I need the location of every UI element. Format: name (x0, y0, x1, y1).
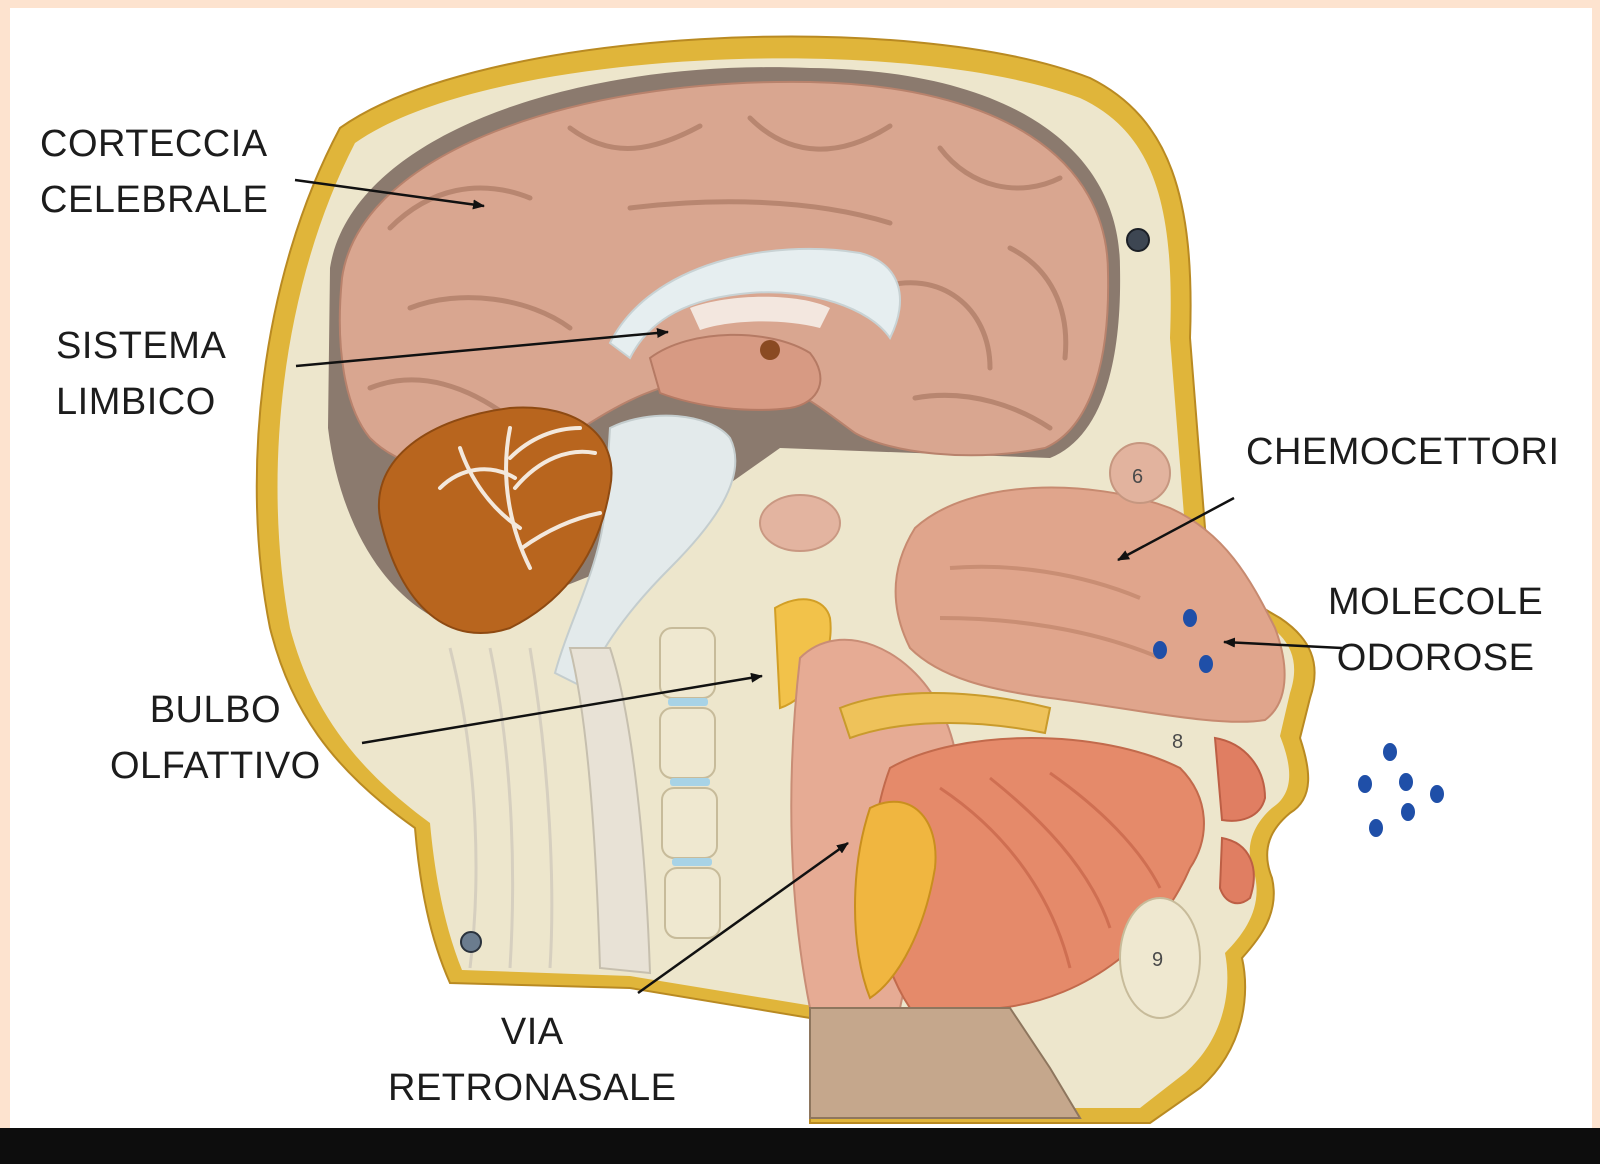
molecule-dot (1383, 743, 1397, 761)
label-molecules-line2: ODOROSE (1328, 630, 1543, 686)
label-retronasal: VIA RETRONASALE (388, 1004, 676, 1116)
label-cortex: CORTECCIA CELEBRALE (40, 116, 268, 228)
label-cortex-line2: CELEBRALE (40, 172, 268, 228)
thalamus (650, 335, 820, 410)
molecule-dot (1358, 775, 1372, 793)
model-number-9: 9 (1152, 949, 1163, 971)
label-retronasal-line2: RETRONASALE (388, 1060, 676, 1116)
molecule-dot (1153, 641, 1167, 659)
molecule-dot (1430, 785, 1444, 803)
diagram-canvas: 6 8 9 CORTECCIA CELEBRALE (10, 8, 1592, 1154)
label-retronasal-line1: VIA (388, 1004, 676, 1060)
molecules-outside-face (1358, 743, 1444, 837)
label-bulb-line1: BULBO (110, 682, 321, 738)
label-bulb: BULBO OLFATTIVO (110, 682, 321, 794)
molecule-dot (1199, 655, 1213, 673)
label-molecules-line1: MOLECOLE (1328, 574, 1543, 630)
label-limbic: SISTEMA LIMBICO (56, 318, 226, 430)
interthalamic-dot (760, 340, 780, 360)
label-chemoreceptors: CHEMOCETTORI (1246, 424, 1560, 480)
bottom-bar (0, 1128, 1600, 1164)
molecule-dot (1401, 803, 1415, 821)
label-molecules: MOLECOLE ODOROSE (1328, 574, 1543, 686)
label-bulb-line2: OLFATTIVO (110, 738, 321, 794)
label-chemoreceptors-line1: CHEMOCETTORI (1246, 424, 1560, 480)
label-limbic-line1: SISTEMA (56, 318, 226, 374)
label-limbic-line2: LIMBICO (56, 374, 226, 430)
model-pin (1127, 229, 1149, 251)
model-number-6: 6 (1132, 466, 1143, 488)
molecule-dot (1183, 609, 1197, 627)
model-pin (461, 932, 481, 952)
model-number-8: 8 (1172, 731, 1183, 753)
sinus (760, 495, 840, 551)
molecule-dot (1369, 819, 1383, 837)
label-cortex-line1: CORTECCIA (40, 116, 268, 172)
molecule-dot (1399, 773, 1413, 791)
